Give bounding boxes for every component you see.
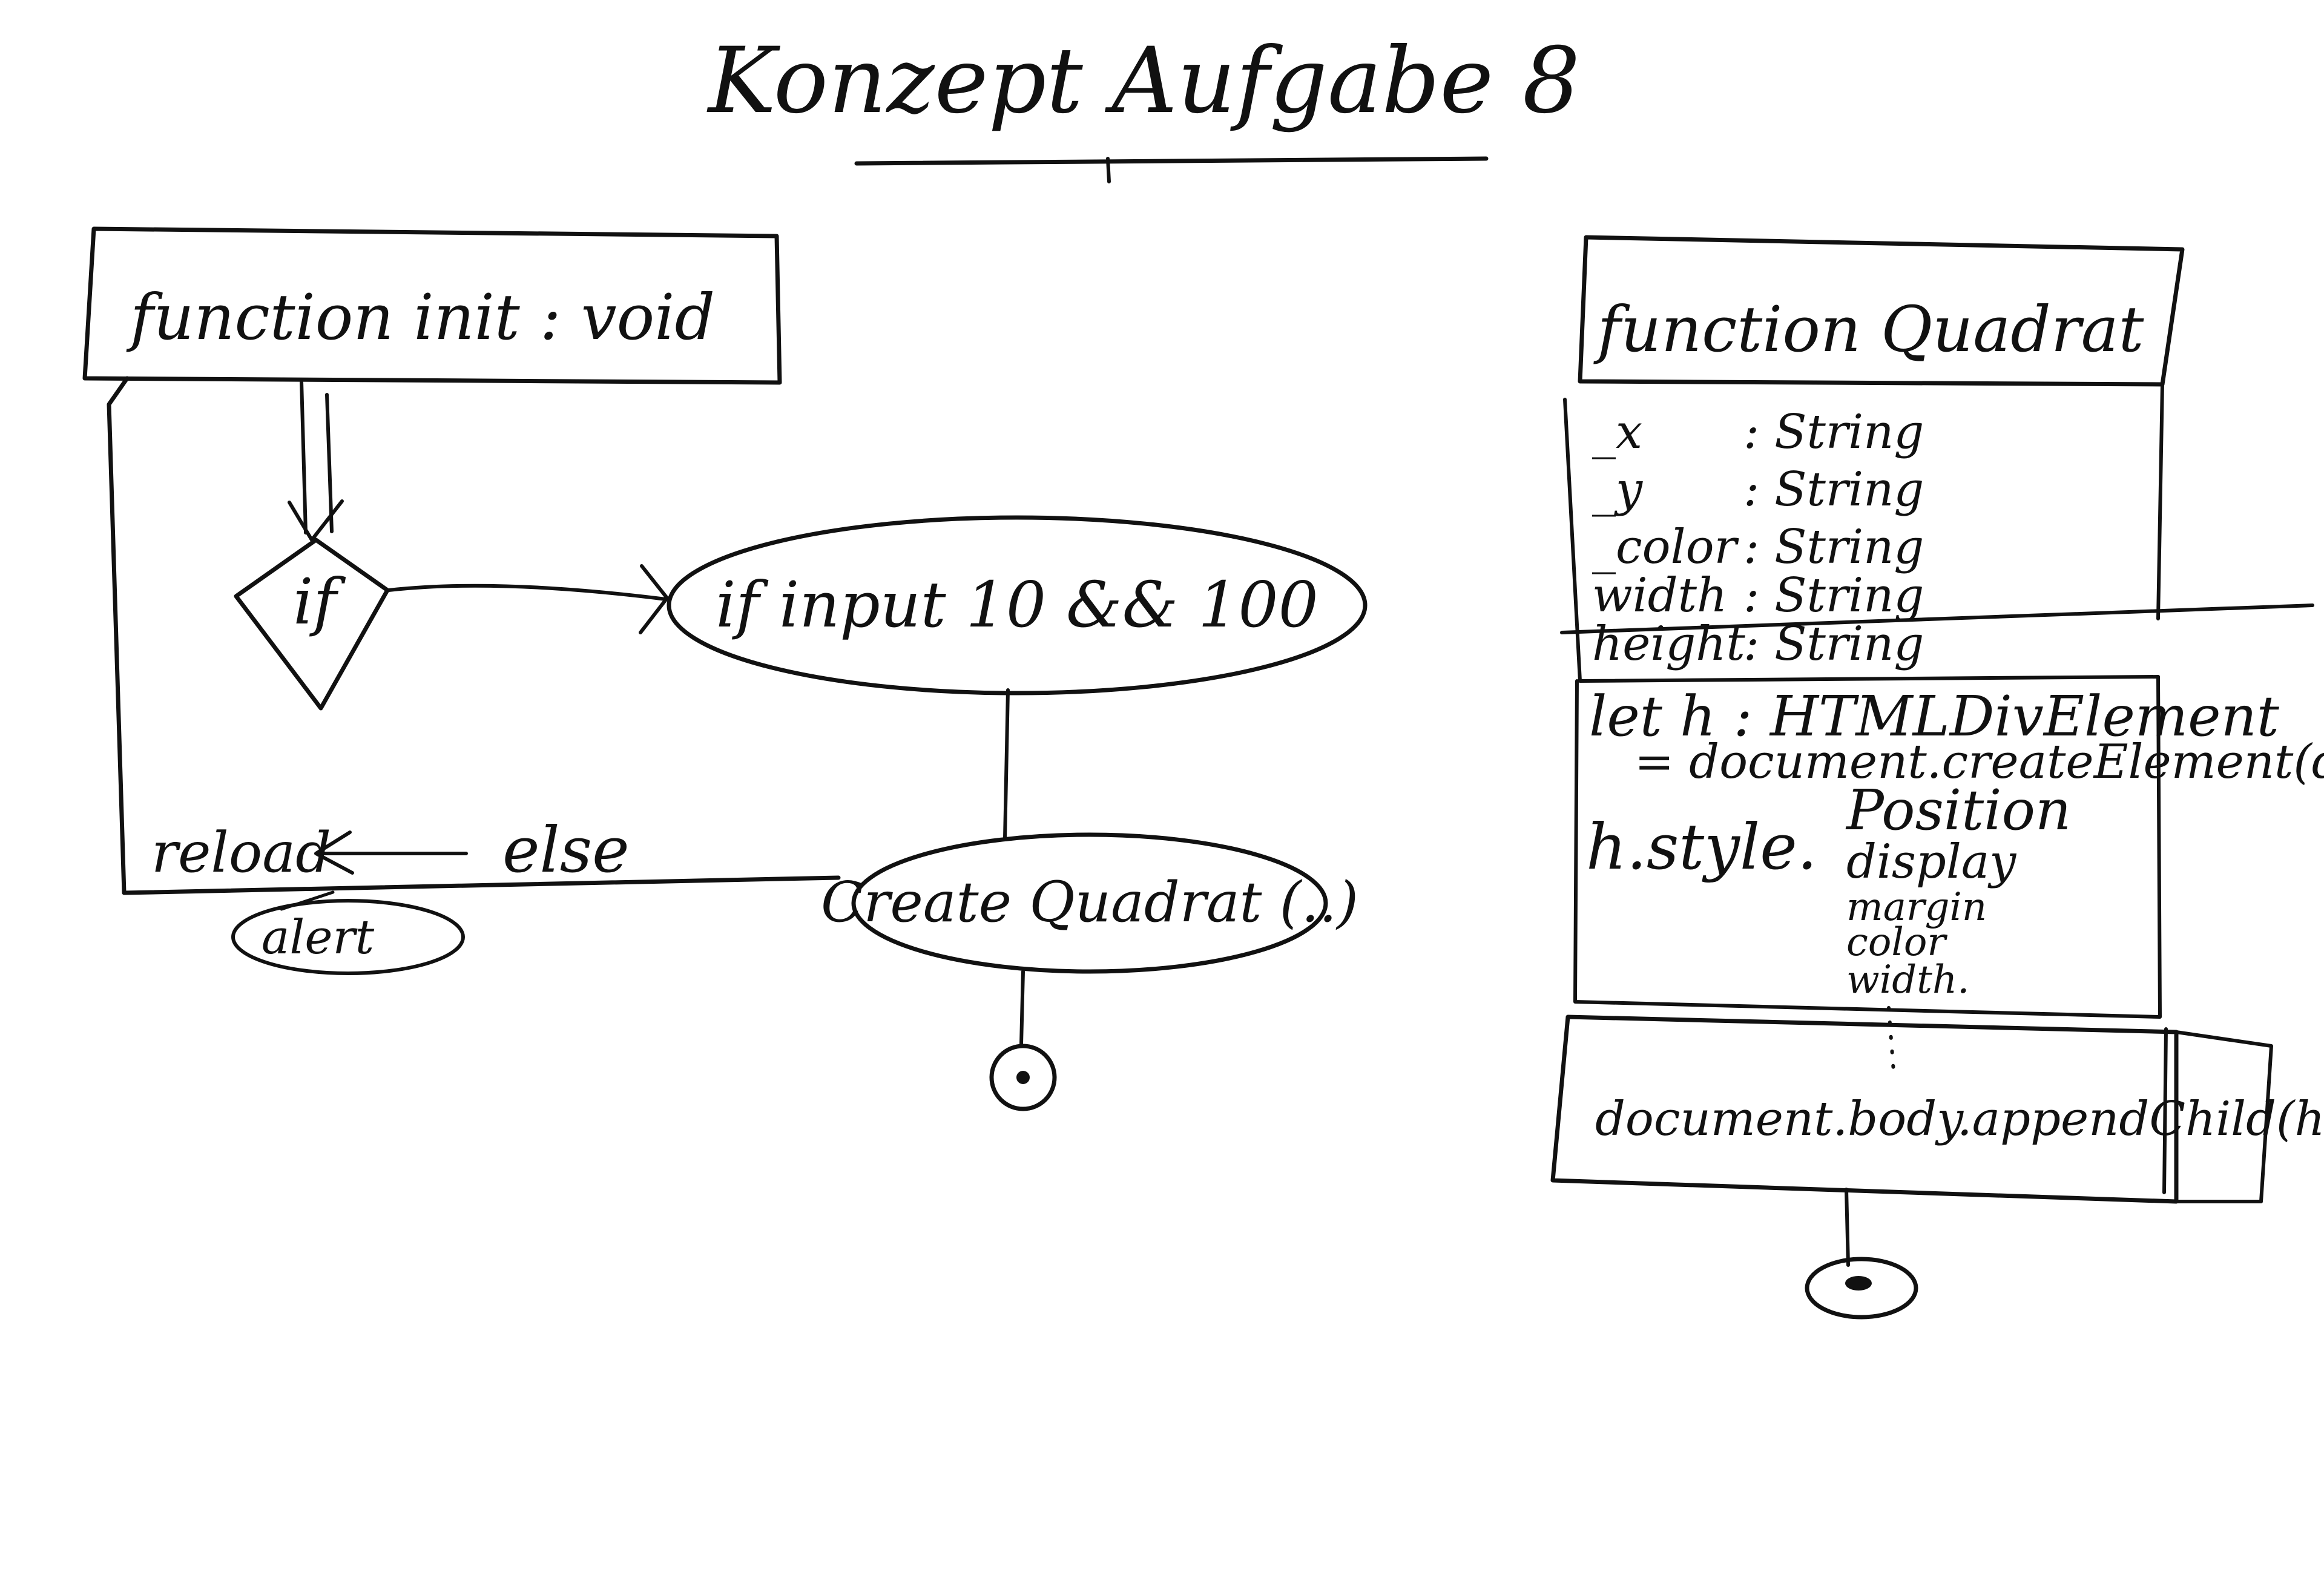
style-property: display (1846, 835, 2016, 889)
attribute-type: : String (1743, 617, 1924, 671)
condition-text: if input 10 && 100 (716, 568, 1318, 642)
quadrat-to-end-line (1845, 1188, 1850, 1267)
attribute-type: : String (1743, 462, 1924, 517)
style-prefix: h.style. (1586, 810, 1817, 884)
attribute-type: : String (1743, 568, 1924, 623)
end-node (989, 1044, 1057, 1111)
style-property: Position (1845, 778, 2071, 843)
attribute-type: : String (1743, 405, 1924, 459)
append-text: document.body.appendChild(h) (1595, 1092, 2324, 1146)
init-header-box (82, 226, 782, 385)
quadrat-append-marker (2162, 1027, 2273, 1203)
attribute-type: : String (1743, 520, 1924, 574)
quadrat-attr-frame (1563, 383, 2164, 683)
style-property: margin (1846, 885, 1987, 930)
style-property-list: Position display margin color width. (1845, 778, 2071, 1002)
page-title: Konzept Aufgabe 8 (706, 28, 1581, 134)
quadrat-header-text: function Quadrat (1593, 292, 2144, 366)
decision-to-condition-arrow (387, 564, 669, 634)
alert-ellipse (231, 899, 465, 975)
quadrat-end-node-dot (1845, 1276, 1872, 1291)
init-header-text: function init : void (126, 280, 715, 354)
attribute-name: _x (1592, 405, 1642, 459)
reload-label: reload (151, 820, 331, 885)
attribute-name: height (1592, 617, 1746, 671)
style-property: width. (1846, 958, 1970, 1002)
create-element-line-2: = document.createElement(div) (1634, 735, 2324, 789)
attribute-name: _color (1592, 520, 1740, 574)
quadrat-end-node (1805, 1257, 1918, 1320)
decision-label: if (293, 565, 346, 639)
condition-to-action-line (1003, 688, 1010, 840)
quadrat-body-frame (1573, 675, 2162, 1019)
else-label: else (502, 813, 630, 887)
init-frame (107, 376, 841, 895)
style-ellipsis-dots (1887, 1006, 1895, 1073)
quadrat-attr-divider (1560, 603, 2314, 634)
title-underline (854, 156, 1489, 166)
action-to-end-line (1019, 970, 1025, 1046)
attribute-name: _y (1592, 462, 1643, 517)
attribute-list: _x : String _y : String _color : String … (1592, 405, 1924, 671)
end-node-dot (1016, 1071, 1030, 1084)
attribute-name: width (1592, 568, 1727, 623)
create-element-line-1: let h : HTMLDivElement (1589, 684, 2280, 749)
alert-link (280, 890, 335, 911)
alert-label: alert (262, 910, 375, 965)
action-text: Create Quadrat (..) (821, 870, 1358, 935)
action-ellipse (851, 832, 1328, 974)
style-property: color (1846, 920, 1947, 965)
else-arrow (314, 830, 468, 875)
title-underline-tick (1106, 157, 1111, 183)
condition-ellipse (667, 515, 1368, 695)
init-diagram: function init : void if if input 10 && 1… (82, 226, 1368, 1111)
decision-diamond (234, 538, 390, 711)
quadrat-diagram: function Quadrat _x : String _y : String… (1550, 235, 2324, 1320)
init-entry-arrow (288, 380, 344, 542)
